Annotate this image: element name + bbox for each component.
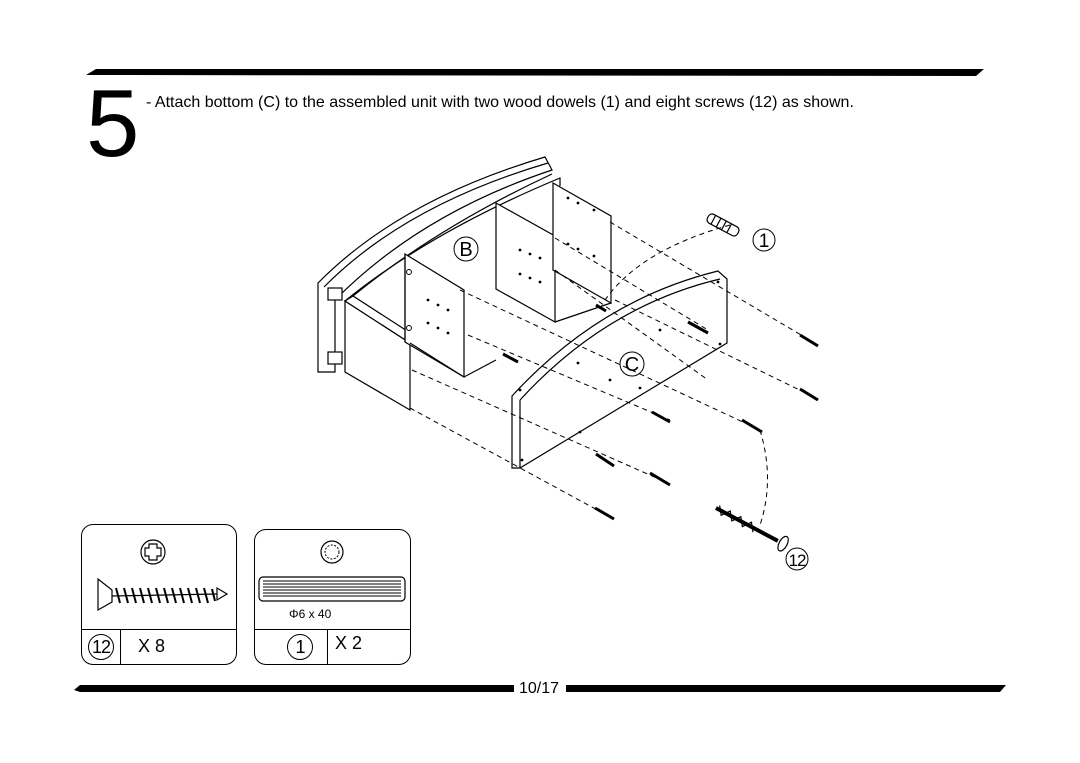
page-number: 10/17 bbox=[517, 680, 562, 698]
hardware-row: 1 X 2 bbox=[255, 629, 410, 664]
screw-icon bbox=[97, 577, 229, 612]
quantity-label: X 2 bbox=[335, 633, 363, 653]
step-instruction: - Attach bottom (C) to the assembled uni… bbox=[146, 94, 854, 111]
part-id-badge: 12 bbox=[88, 634, 114, 660]
quantity-label: X 8 bbox=[138, 636, 166, 656]
top-rule bbox=[86, 69, 984, 76]
hardware-panel-dowel: Φ6 x 40 1 X 2 bbox=[254, 529, 411, 665]
hardware-panel-screw: 12 X 8 bbox=[81, 524, 237, 665]
step-number: 5 bbox=[86, 70, 140, 177]
dowel-size-label: Φ6 x 40 bbox=[289, 607, 332, 621]
screw-callout: 12 bbox=[789, 551, 806, 570]
part-id-badge: 1 bbox=[287, 634, 313, 660]
part-c-label: C bbox=[625, 354, 639, 376]
dowel-callout: 1 bbox=[759, 231, 770, 252]
hardware-row: 12 X 8 bbox=[82, 629, 236, 664]
dowel-end-icon bbox=[320, 540, 344, 564]
phillips-head-icon bbox=[140, 539, 166, 565]
part-b-label: B bbox=[459, 239, 472, 261]
dowel-icon bbox=[258, 576, 406, 602]
bottom-rule bbox=[74, 685, 1006, 692]
